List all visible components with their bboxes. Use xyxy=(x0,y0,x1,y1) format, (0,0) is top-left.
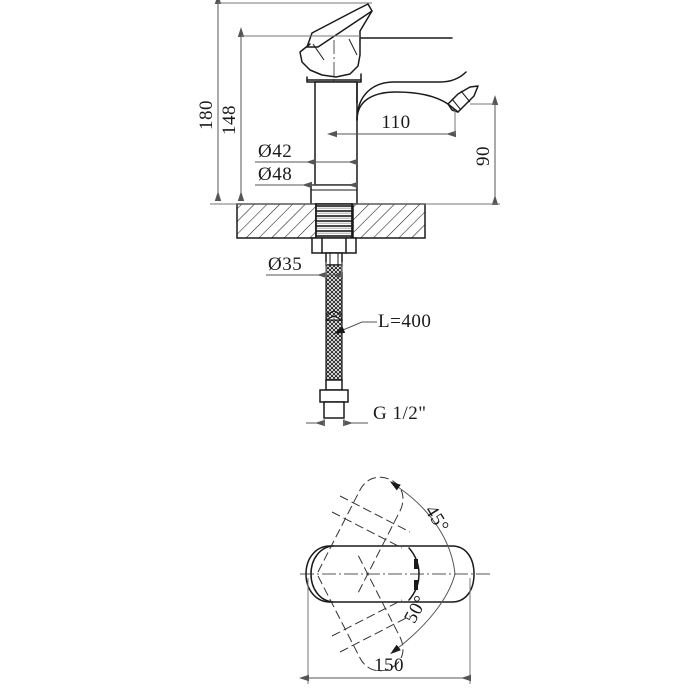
flexible-hose xyxy=(325,264,343,381)
dimension-height-spout: 148 xyxy=(219,27,360,201)
spout xyxy=(356,71,479,121)
base-flange xyxy=(310,184,358,205)
dimension-thread-size: G 1/2" xyxy=(306,403,427,427)
front-elevation-view: 180 148 Ø42 Ø48 110 xyxy=(196,0,500,427)
aerator-mark-upper xyxy=(414,559,418,569)
threaded-shank xyxy=(315,203,353,239)
dimension-spout-height: 90 xyxy=(425,95,499,205)
dim-label-dia48: Ø48 xyxy=(258,164,292,185)
counter-slab xyxy=(236,203,426,239)
hose-ferrule-bottom xyxy=(325,379,343,391)
dimension-dia-shank: Ø35 xyxy=(266,254,343,279)
dim-label-148: 148 xyxy=(219,105,240,135)
g-half-connector xyxy=(319,389,349,419)
dimension-dia-base: Ø48 xyxy=(255,164,358,189)
dimension-height-total: 180 xyxy=(196,0,372,201)
dim-label-L400: L=400 xyxy=(378,311,431,332)
dimension-reach: 110 xyxy=(327,110,456,138)
dim-label-dia35: Ø35 xyxy=(268,254,302,275)
swivel-phantom-upper xyxy=(317,476,411,594)
aerator-mark-lower xyxy=(414,580,418,590)
dim-label-150: 150 xyxy=(374,655,404,676)
dimension-width-total: 150 xyxy=(299,578,471,684)
dim-label-G12: G 1/2" xyxy=(373,403,427,424)
lock-nut xyxy=(311,237,357,254)
dim-label-110: 110 xyxy=(381,112,410,133)
spout-top-outline xyxy=(305,545,475,603)
dim-label-180: 180 xyxy=(196,100,217,130)
dim-label-dia42: Ø42 xyxy=(258,141,292,162)
dimension-dia-body: Ø42 xyxy=(255,141,358,166)
dim-label-90: 90 xyxy=(473,146,494,166)
leader-hose-length: L=400 xyxy=(333,311,431,334)
hose-ferrule-top xyxy=(325,252,343,266)
